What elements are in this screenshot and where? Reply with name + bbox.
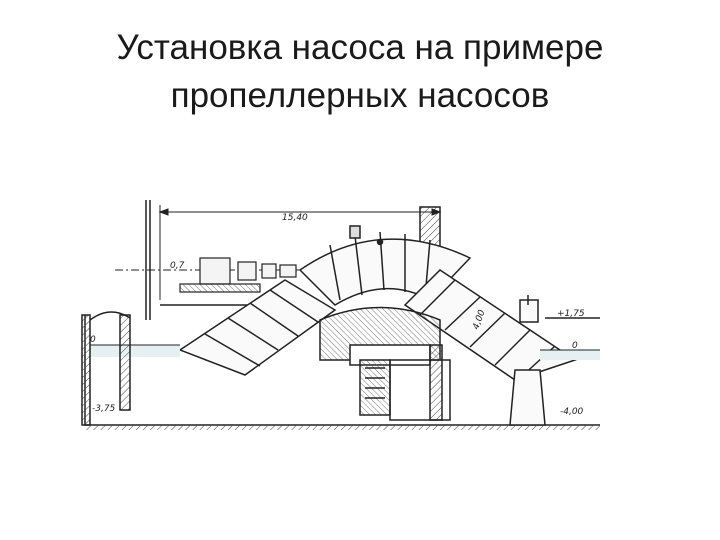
pump-casing — [319, 306, 441, 366]
outlet-structure — [509, 295, 600, 426]
slide-title: Установка насоса на примере пропеллерных… — [0, 24, 720, 120]
motor-assembly — [179, 257, 297, 293]
title-line-1: Установка насоса на примере — [116, 28, 604, 67]
level-07-label: 0,7 — [170, 261, 185, 271]
level-right-water-label: 0 — [572, 341, 578, 351]
level-left-water-label: 0 — [90, 335, 96, 345]
dimension-top-label: 15,40 — [282, 213, 308, 223]
dimension-top — [158, 205, 442, 300]
foundation — [359, 344, 451, 421]
left-pipe — [178, 279, 337, 376]
level-right-top-label: +1,75 — [557, 309, 585, 319]
ground-hatch — [85, 425, 600, 430]
level-right-bottom-label: -4,00 — [560, 407, 584, 417]
title-line-2: пропеллерных насосов — [170, 76, 550, 115]
water-areas — [90, 344, 600, 360]
level-left-bottom-label: -3,75 — [92, 404, 116, 414]
